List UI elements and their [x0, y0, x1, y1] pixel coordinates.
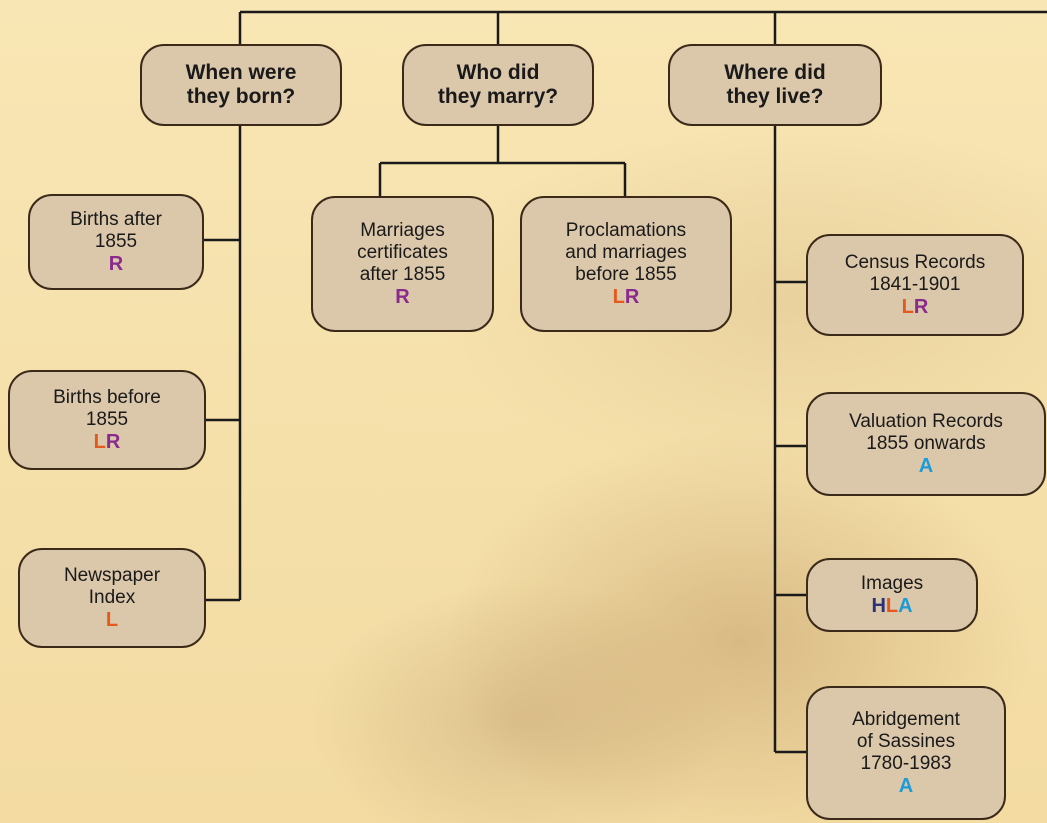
record-label: Newspaper Index: [63, 565, 161, 608]
record-abridgement-of-sassines: Abridgement of Sassines 1780-1983 A: [806, 686, 1006, 820]
source-code-l: L: [105, 609, 119, 631]
record-label: Abridgement of Sassines 1780-1983: [852, 709, 960, 774]
source-code-r: R: [624, 286, 640, 308]
record-label: Marriages certificates after 1855: [357, 220, 448, 285]
source-codes: A: [899, 775, 913, 797]
record-label: Valuation Records 1855 onwards: [849, 411, 1003, 454]
source-codes: HLA: [871, 595, 912, 617]
record-births-before-1855: Births before 1855 LR: [8, 370, 206, 470]
source-codes: R: [395, 286, 409, 308]
record-label: Census Records 1841-1901: [844, 252, 986, 295]
source-code-a: A: [918, 455, 934, 477]
category-born: When were they born?: [140, 44, 342, 126]
source-code-l: L: [885, 595, 899, 617]
source-code-a: A: [898, 775, 914, 797]
source-code-r: R: [395, 286, 410, 308]
record-proclamations: Proclamations and marriages before 1855 …: [520, 196, 732, 332]
category-title: Where did they live?: [724, 61, 826, 108]
category-title: Who did they marry?: [437, 61, 559, 108]
record-label: Births before 1855: [53, 387, 161, 430]
record-census: Census Records 1841-1901 LR: [806, 234, 1024, 336]
source-code-l: L: [901, 296, 914, 318]
record-births-after-1855: Births after 1855 R: [28, 194, 204, 290]
source-code-r: R: [108, 253, 124, 275]
category-live: Where did they live?: [668, 44, 882, 126]
source-code-l: L: [93, 431, 106, 453]
record-marriage-certificates: Marriages certificates after 1855 R: [311, 196, 494, 332]
record-valuation: Valuation Records 1855 onwards A: [806, 392, 1046, 496]
source-codes: L: [106, 609, 118, 631]
source-codes: R: [109, 253, 123, 275]
source-codes: LR: [902, 296, 929, 318]
source-codes: LR: [94, 431, 121, 453]
record-newspaper-index: Newspaper Index L: [18, 548, 206, 648]
source-code-h: H: [871, 595, 886, 617]
source-code-r: R: [105, 431, 121, 453]
record-images: Images HLA: [806, 558, 978, 632]
record-label: Births after 1855: [70, 209, 162, 252]
source-codes: A: [919, 455, 933, 477]
category-title: When were they born?: [185, 61, 297, 108]
source-code-l: L: [612, 286, 625, 308]
source-codes: LR: [613, 286, 640, 308]
record-label: Proclamations and marriages before 1855: [565, 220, 687, 285]
source-code-a: A: [898, 595, 913, 617]
source-code-r: R: [913, 296, 929, 318]
category-marry: Who did they marry?: [402, 44, 594, 126]
record-label: Images: [860, 573, 924, 594]
